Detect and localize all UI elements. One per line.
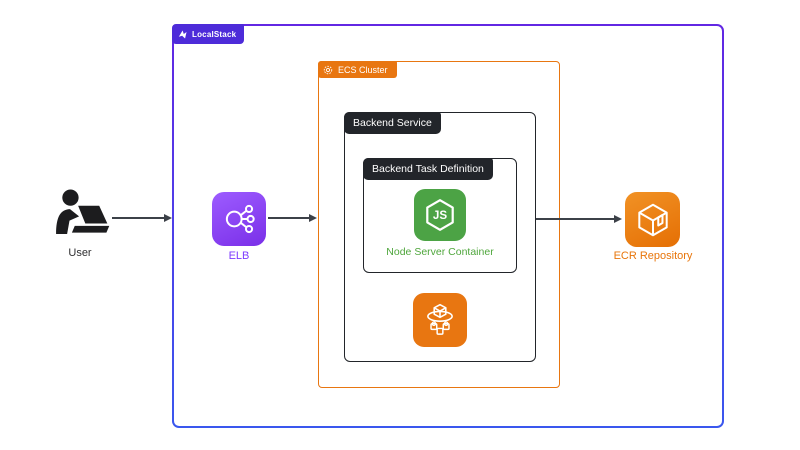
ecr-icon [625, 192, 680, 247]
nodejs-icon: JS [414, 189, 466, 241]
ecs-cluster-tab: ECS Cluster [318, 61, 397, 78]
node-server-container-label: Node Server Container [386, 246, 494, 258]
localstack-label: LocalStack [192, 29, 237, 39]
ecs-cluster-label: ECS Cluster [338, 64, 388, 75]
elb-icon [212, 192, 266, 246]
elb-label: ELB [228, 250, 250, 262]
arrow-backend-service-to-ecr [536, 215, 622, 223]
backend-service-tab: Backend Service [344, 112, 441, 134]
user-icon [52, 189, 110, 235]
ecs-cluster-boundary-box [318, 61, 560, 388]
backend-task-definition-label: Backend Task Definition [372, 163, 484, 175]
localstack-logo-icon [177, 29, 188, 40]
localstack-tab: LocalStack [172, 24, 245, 44]
backend-service-label: Backend Service [353, 117, 432, 129]
backend-task-definition-tab: Backend Task Definition [363, 158, 493, 180]
arrow-user-to-localstack [112, 214, 172, 222]
ecs-cluster-icon [323, 65, 333, 75]
arrow-elb-to-ecs-cluster [268, 214, 317, 222]
ecs-icon [413, 293, 467, 347]
nodejs-js-badge: JS [433, 209, 447, 222]
user-label: User [68, 247, 92, 259]
ecr-repository-label: ECR Repository [613, 250, 693, 262]
